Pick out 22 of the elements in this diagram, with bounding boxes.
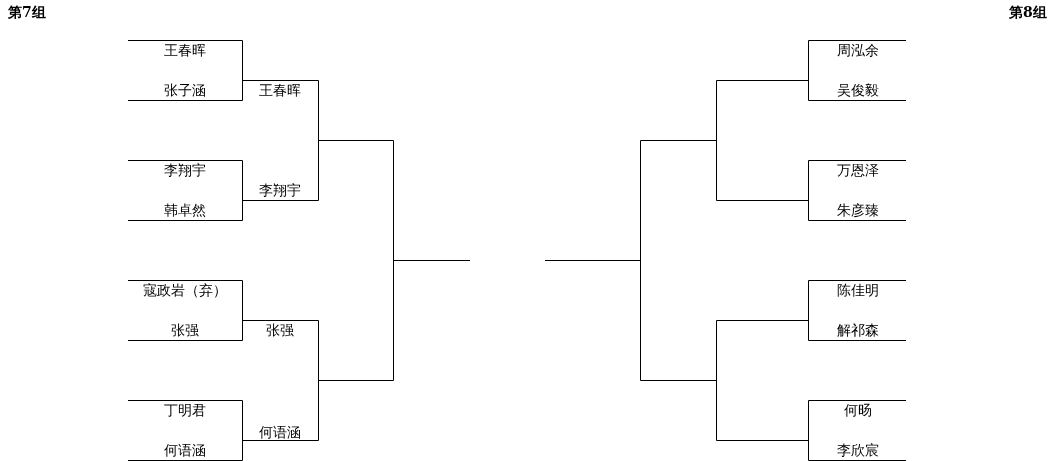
player-name: 朱彦臻 [837, 201, 879, 219]
player-name: 吴俊毅 [837, 81, 879, 99]
player-name: 王春晖 [164, 41, 206, 59]
player-name: 何语涵 [164, 441, 206, 459]
player-name: 陈佳明 [837, 281, 879, 299]
player-name: 寇政岩（弃） [143, 281, 227, 299]
player-name: 李翔宇 [259, 181, 301, 199]
player-name: 李欣宸 [837, 441, 879, 459]
player-name: 韩卓然 [164, 201, 206, 219]
player-name: 王春晖 [259, 81, 301, 99]
player-name: 张强 [266, 321, 294, 339]
group-title: 第7组 [8, 3, 46, 21]
player-name: 李翔宇 [164, 161, 206, 179]
player-name: 张强 [171, 321, 199, 339]
group-title: 第8组 [1009, 3, 1047, 21]
player-name: 丁明君 [164, 401, 206, 419]
player-name: 周泓余 [837, 41, 879, 59]
player-name: 解祁森 [837, 321, 879, 339]
player-name: 张子涵 [164, 81, 206, 99]
player-name: 万恩泽 [837, 161, 879, 179]
player-name: 何旸 [844, 401, 872, 419]
player-name: 何语涵 [259, 423, 301, 441]
